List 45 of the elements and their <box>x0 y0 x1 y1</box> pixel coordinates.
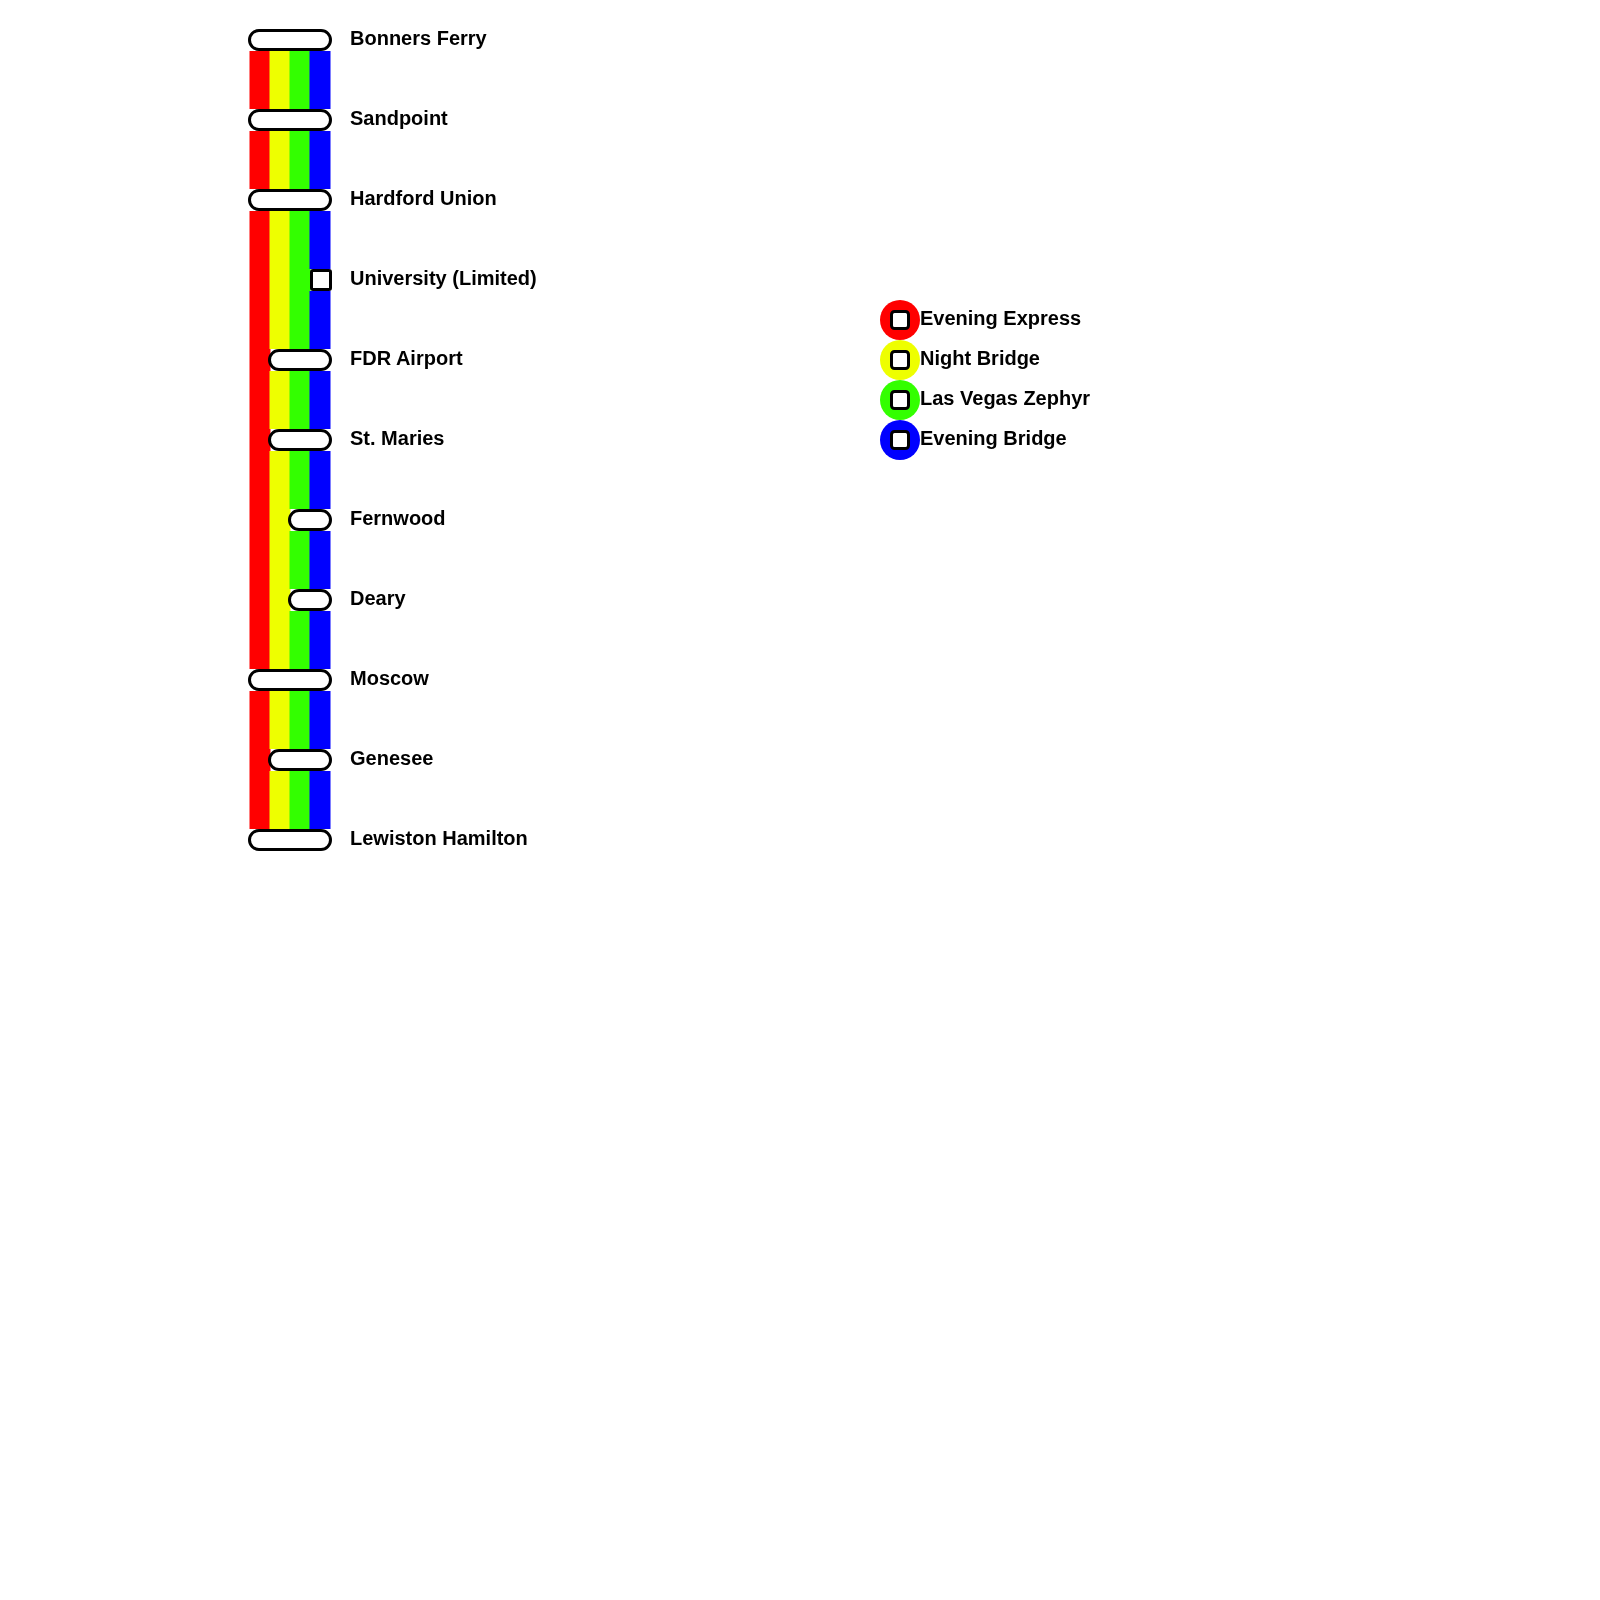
rail-line <box>269 131 291 189</box>
rail-line <box>309 611 331 669</box>
rail-line <box>289 691 311 749</box>
rail-line <box>289 371 311 429</box>
rail-line <box>249 211 271 669</box>
station-name: Sandpoint <box>350 107 448 129</box>
rail-line <box>269 211 291 349</box>
rail-line <box>269 771 291 829</box>
rail-line <box>249 51 271 109</box>
rail-line <box>309 291 331 349</box>
station-name: Bonners Ferry <box>350 27 487 49</box>
rail-line <box>289 771 311 829</box>
rail-line <box>249 691 271 829</box>
station-name: Genesee <box>350 747 434 769</box>
rail-line <box>309 371 331 429</box>
legend-label: Night Bridge <box>920 347 1040 369</box>
rail-line <box>269 51 291 109</box>
rail-line <box>269 691 291 749</box>
station-name: Lewiston Hamilton <box>350 827 528 849</box>
station-name: Deary <box>350 587 406 609</box>
station-name: Moscow <box>350 667 429 689</box>
rail-line <box>309 131 331 189</box>
station-name: University (Limited) <box>350 267 537 289</box>
rail-line <box>269 451 291 669</box>
station-name: St. Maries <box>350 427 445 449</box>
legend-label: Las Vegas Zephyr <box>920 387 1091 409</box>
rail-line <box>249 131 271 189</box>
rail-line <box>289 451 311 509</box>
rail-line <box>289 211 311 349</box>
rail-line <box>309 211 331 269</box>
station-name: FDR Airport <box>350 347 463 369</box>
rail-line <box>309 451 331 509</box>
rail-line <box>289 531 311 589</box>
rail-line <box>309 531 331 589</box>
rail-line <box>309 771 331 829</box>
rail-line <box>289 131 311 189</box>
rail-line <box>289 611 311 669</box>
station-name: Fernwood <box>350 507 446 529</box>
rail-line <box>309 691 331 749</box>
rail-line <box>289 51 311 109</box>
legend-label: Evening Express <box>920 307 1082 329</box>
station-name: Hardford Union <box>350 187 497 209</box>
rail-line <box>309 51 331 109</box>
rail-line <box>269 371 291 429</box>
legend-label: Evening Bridge <box>920 427 1067 449</box>
